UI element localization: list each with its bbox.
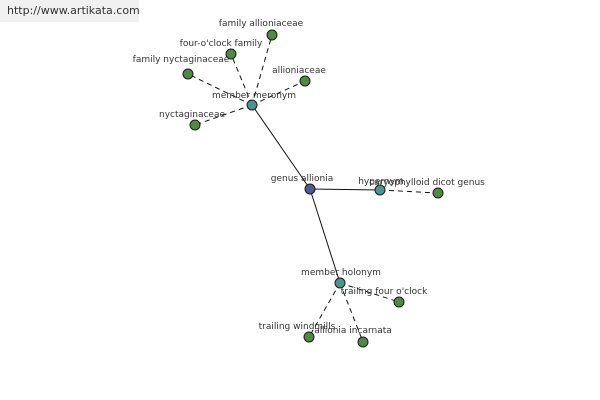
hub-label-member-holonym: member holonym: [301, 268, 381, 278]
leaf-node-nyctaginaceae[interactable]: [189, 119, 201, 131]
leaf-label-trailing-four-oclock: trailing four o'clock: [341, 287, 428, 297]
edge-member-meronym-allioniaceae: [251, 80, 306, 106]
edge-hypernym-caryophylloid-dicot-genus: [379, 189, 439, 194]
leaf-label-four-oclock-family: four-o'clock family: [180, 39, 263, 49]
nodes: [182, 29, 444, 348]
leaf-label-family-allioniaceae: family allioniaceae: [219, 19, 304, 29]
hub-node-member-holonym[interactable]: [334, 277, 346, 289]
labels: family allioniaceae four-o'clock family fa…: [133, 19, 485, 336]
leaf-node-allioniaceae[interactable]: [299, 75, 311, 87]
edge-member-holonym-trailing-four-oclock: [339, 282, 400, 303]
leaf-label-nyctaginaceae: nyctaginaceae: [159, 110, 225, 120]
leaf-label-allioniaceae: allioniaceae: [272, 66, 326, 76]
hub-node-member-meronym[interactable]: [246, 99, 258, 111]
edge-member-holonym-trailing-windmills: [308, 282, 341, 338]
hub-node-hypernym[interactable]: [374, 184, 386, 196]
edge-genus-allionia-member-meronym: [251, 104, 311, 190]
leaf-label-trailing-windmills: trailing windmills: [259, 322, 336, 332]
watermark-url: http://www.artikata.com: [0, 0, 140, 22]
leaf-node-trailing-four-oclock[interactable]: [393, 296, 405, 308]
edge-member-holonym-allionia-incarnata: [339, 282, 364, 343]
edge-genus-allionia-member-holonym: [309, 188, 341, 284]
leaf-node-caryophylloid-dicot-genus[interactable]: [432, 187, 444, 199]
leaf-label-allionia-incarnata: allionia incarnata: [314, 326, 392, 336]
leaf-node-trailing-windmills[interactable]: [303, 331, 315, 343]
leaf-node-family-nyctaginaceae[interactable]: [182, 68, 194, 80]
leaf-node-family-allioniaceae[interactable]: [266, 29, 278, 41]
center-node-genus-allionia[interactable]: [304, 183, 316, 195]
edge-member-meronym-family-allioniaceae: [251, 34, 273, 106]
edges: [187, 34, 439, 343]
center-label-genus-allionia: genus allionia: [271, 174, 333, 184]
leaf-label-family-nyctaginaceae: family nyctaginaceae: [133, 55, 230, 65]
hub-label-hypernym: hypernym: [358, 177, 404, 187]
hub-label-member-meronym: member meronym: [212, 91, 296, 101]
leaf-node-four-oclock-family[interactable]: [225, 48, 237, 60]
leaf-label-caryophylloid-dicot-genus: caryophylloid dicot genus: [369, 178, 485, 188]
edge-member-meronym-family-nyctaginaceae: [187, 73, 253, 106]
edge-member-meronym-four-oclock-family: [230, 53, 253, 106]
edge-member-meronym-nyctaginaceae: [194, 104, 253, 126]
edge-genus-allionia-hypernym: [309, 188, 381, 191]
leaf-node-allionia-incarnata[interactable]: [357, 336, 369, 348]
